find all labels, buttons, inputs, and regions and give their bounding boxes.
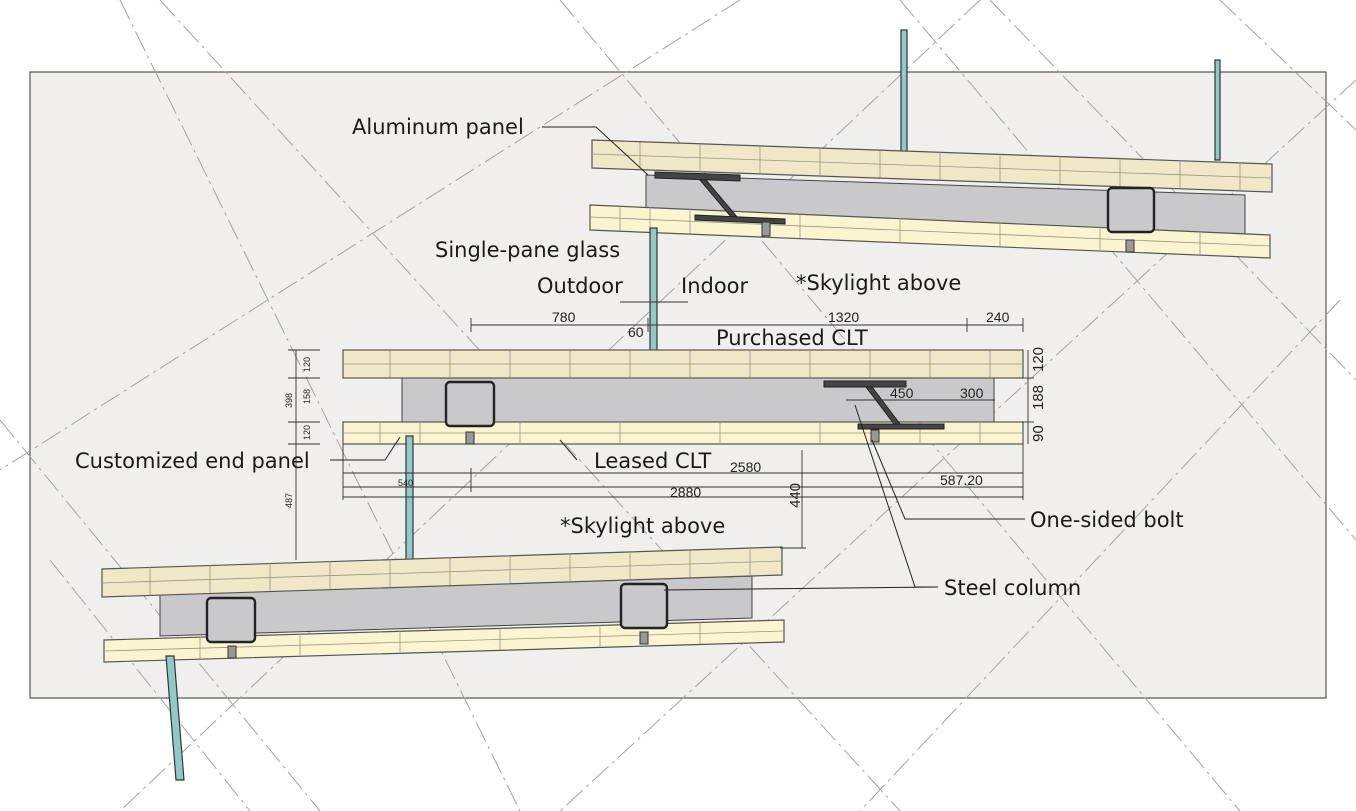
label-outdoor: Outdoor (537, 274, 623, 298)
bolt-top-2 (1125, 239, 1135, 253)
annotation-leaders (330, 126, 1025, 591)
dim-120-right: 120 (1030, 347, 1047, 372)
dim-120-left-bot: 120 (302, 425, 312, 440)
dim-487: 487 (284, 493, 294, 508)
dim-587: 587.20 (940, 472, 983, 488)
label-single-pane-glass: Single-pane glass (435, 238, 620, 262)
glass-pane-top-far (1214, 59, 1221, 161)
label-skylight-above-top: *Skylight above (796, 271, 961, 295)
dim-90: 90 (1030, 425, 1047, 442)
label-customized-end-panel: Customized end panel (75, 449, 310, 473)
aluminum-panel-top-bar (654, 171, 741, 182)
steel-column-middle (444, 380, 496, 428)
dim-2880: 2880 (670, 484, 701, 500)
label-one-sided-bolt: One-sided bolt (1030, 508, 1184, 532)
label-indoor: Indoor (681, 274, 749, 298)
dim-1320: 1320 (828, 309, 859, 325)
top-wall-unit (589, 29, 1273, 259)
label-leased-clt: Leased CLT (594, 449, 711, 473)
glass-pane-middle-bottom (405, 435, 414, 567)
bottom-wall-unit (101, 546, 785, 781)
label-aluminum-panel: Aluminum panel (352, 115, 524, 139)
bolt-middle-right (870, 429, 880, 443)
glass-pane-bottom (165, 655, 185, 781)
dim-120-left-top: 120 (302, 357, 312, 372)
glass-pane-middle-top (649, 227, 658, 359)
bolt-middle-left (465, 431, 475, 445)
dim-450: 450 (890, 385, 914, 401)
dimension-lines (288, 301, 1034, 560)
label-skylight-above-bottom: *Skylight above (560, 514, 725, 538)
label-steel-column: Steel column (944, 576, 1081, 600)
dim-158: 158 (302, 389, 312, 404)
dim-398: 398 (284, 393, 294, 408)
dim-240: 240 (986, 309, 1010, 325)
aluminum-panel-middle (823, 380, 907, 388)
glass-pane-top-right (900, 29, 908, 159)
dim-188: 188 (1030, 385, 1047, 410)
dim-780: 780 (552, 309, 576, 325)
dim-540: 540 (398, 478, 413, 488)
steel-plate-middle (857, 423, 945, 430)
bolt-top (761, 221, 771, 237)
dim-440: 440 (787, 483, 804, 508)
steel-column-bottom-left (205, 596, 257, 644)
steel-column-top (1106, 186, 1156, 234)
dim-300: 300 (960, 385, 984, 401)
bolt-bottom-2 (227, 645, 237, 659)
dim-60: 60 (628, 324, 644, 340)
label-purchased-clt: Purchased CLT (716, 326, 868, 350)
bolt-bottom (639, 631, 649, 645)
dim-2580: 2580 (730, 459, 761, 475)
steel-column-bottom-right (619, 582, 669, 630)
